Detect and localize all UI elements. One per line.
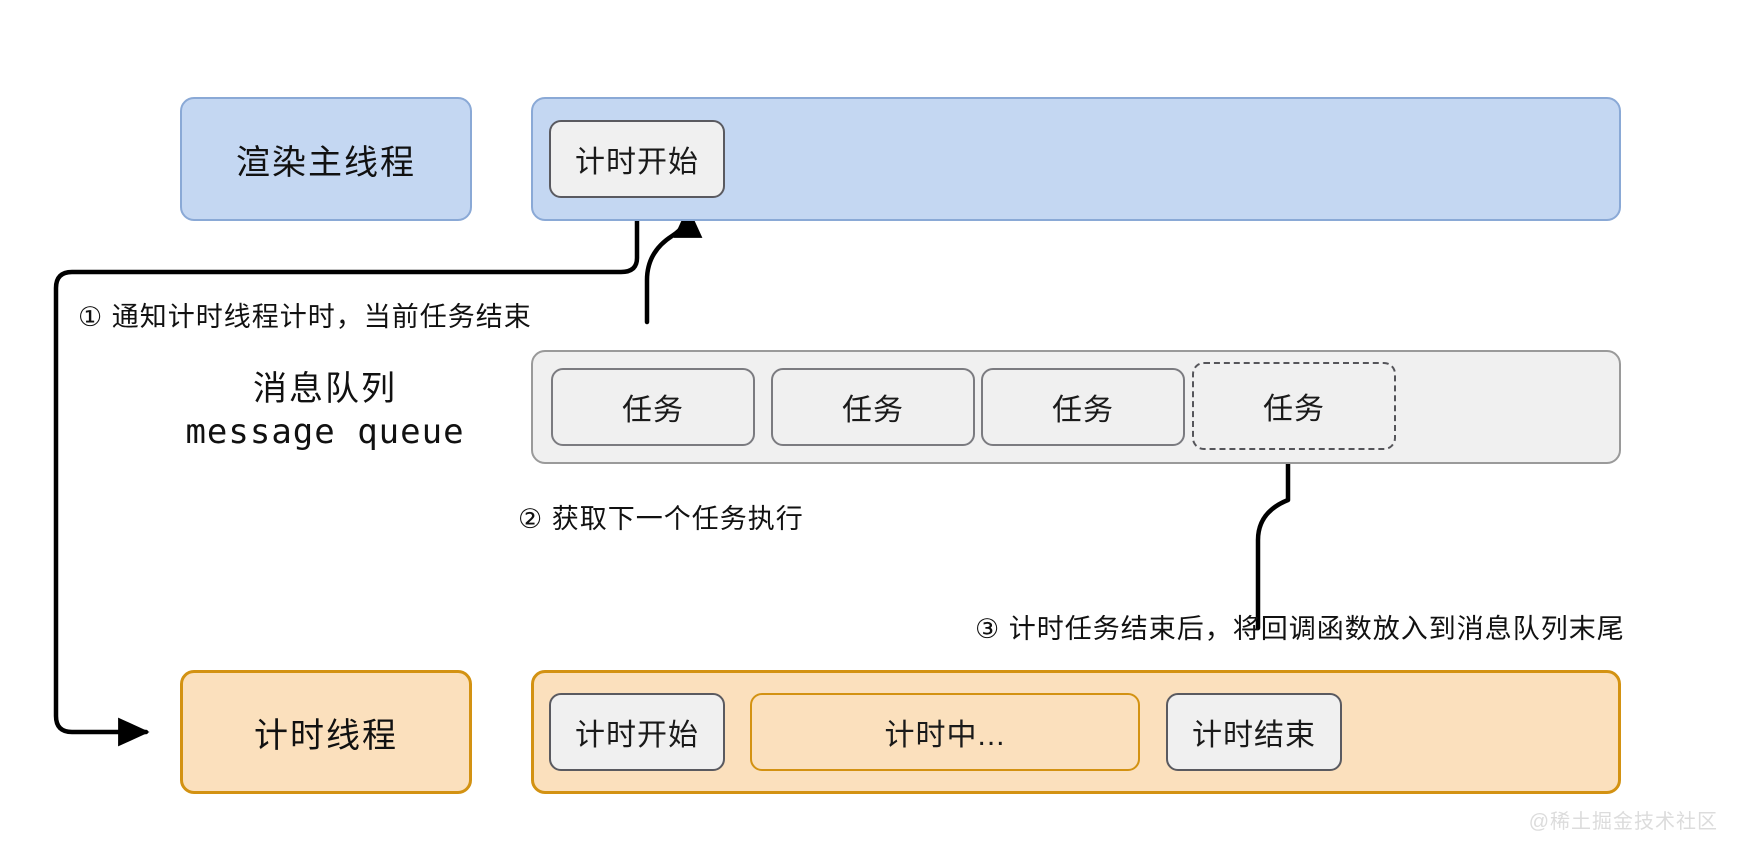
- timer-block-counting-label: 计时中...: [884, 719, 1006, 752]
- arrow-fetch-next-task: [644, 206, 703, 325]
- timer-thread-label-text: 计时线程: [254, 716, 398, 755]
- annotation-3-text: 计时任务结束后，将回调函数放入到消息队列末尾: [1008, 614, 1625, 644]
- annotation-2-marker: ②: [518, 504, 544, 534]
- timer-block-end-label: 计时结束: [1192, 719, 1316, 752]
- queue-task-3[interactable]: 任务: [981, 368, 1185, 446]
- arrow-notify-timer-thread: [53, 193, 640, 747]
- message-queue-title: 消息队列 message queue: [150, 368, 500, 453]
- annotation-1-marker: ①: [78, 302, 104, 332]
- annotation-3: ③ 计时任务结束后，将回调函数放入到消息队列末尾: [975, 607, 1625, 646]
- annotation-1: ① 通知计时线程计时，当前任务结束: [78, 295, 532, 334]
- timer-thread-label: 计时线程: [180, 670, 472, 794]
- timer-block-start-label: 计时开始: [575, 719, 699, 752]
- timer-block-counting[interactable]: 计时中...: [750, 693, 1140, 771]
- queue-task-3-label: 任务: [1052, 394, 1114, 427]
- annotation-2-text: 获取下一个任务执行: [551, 504, 804, 534]
- queue-task-1[interactable]: 任务: [551, 368, 755, 446]
- timer-block-start[interactable]: 计时开始: [549, 693, 725, 771]
- message-queue-title-en: message queue: [185, 411, 465, 452]
- queue-task-4-pending[interactable]: 任务: [1192, 362, 1396, 450]
- main-thread-label-text: 渲染主线程: [236, 143, 416, 182]
- main-thread-label: 渲染主线程: [180, 97, 472, 221]
- queue-task-1-label: 任务: [622, 394, 684, 427]
- annotation-3-marker: ③: [975, 614, 1001, 644]
- queue-task-4-label: 任务: [1263, 393, 1325, 426]
- message-queue-title-cn: 消息队列: [253, 370, 397, 408]
- annotation-1-text: 通知计时线程计时，当前任务结束: [111, 302, 532, 332]
- timer-block-end[interactable]: 计时结束: [1166, 693, 1342, 771]
- queue-task-2-label: 任务: [842, 394, 904, 427]
- watermark: @稀土掘金技术社区: [1528, 811, 1718, 833]
- annotation-2: ② 获取下一个任务执行: [518, 497, 804, 536]
- queue-task-2[interactable]: 任务: [771, 368, 975, 446]
- main-thread-block-label: 计时开始: [575, 146, 699, 179]
- main-thread-block-timer-start[interactable]: 计时开始: [549, 120, 725, 198]
